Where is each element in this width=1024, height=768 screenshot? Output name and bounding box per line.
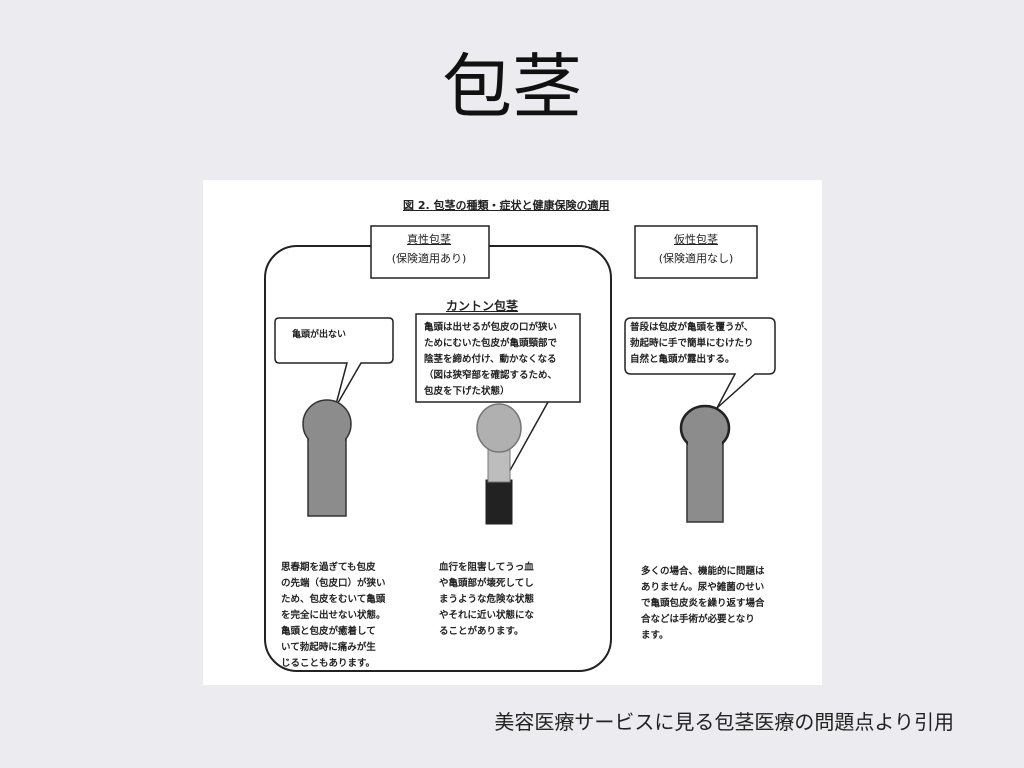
- canton-bubble-text: 亀頭は出せるが包皮の口が狭い ためにむいた包皮が亀頭頸部で 陰茎を締め付け、動か…: [424, 322, 558, 397]
- canton-illustration: [476, 403, 522, 525]
- canton-bubble-pointer: [507, 401, 549, 475]
- true-phimosis-illustration: [302, 399, 352, 517]
- true-phimosis-insurance: (保険適用あり): [391, 252, 467, 265]
- phimosis-figure: 図 2. 包茎の種類・症状と健康保険の適用 真性包茎 (保険適用あり) 仮性包茎…: [203, 180, 822, 685]
- false-phimosis-bubble: [624, 317, 776, 409]
- false-phimosis-insurance: (保険適用なし): [658, 252, 734, 265]
- false-phimosis-name: 仮性包茎: [674, 233, 718, 246]
- figure-caption: 図 2. 包茎の種類・症状と健康保険の適用: [403, 199, 610, 212]
- false-phimosis-label: 仮性包茎 (保険適用なし): [637, 230, 755, 268]
- true-phimosis-description: 思春期を過ぎても包皮 の先端（包皮口）が狭い ため、包皮をむいて亀頭 を完全に出…: [281, 562, 386, 669]
- canton-bubble: [415, 313, 581, 403]
- true-phimosis-name: 真性包茎: [407, 233, 451, 246]
- figure-drawing: [264, 225, 776, 672]
- true-phimosis-bubble-text: 亀頭が出ない: [292, 330, 347, 340]
- true-phimosis-bubble: [274, 317, 394, 409]
- false-phimosis-illustration: [679, 404, 731, 523]
- source-citation: 美容医療サービスに見る包茎医療の問題点より引用: [494, 710, 954, 734]
- canton-label: カントン包茎: [446, 299, 519, 313]
- false-phimosis-label-box: [634, 225, 758, 279]
- true-phimosis-label-box: [370, 225, 490, 279]
- slide-title: 包茎: [442, 46, 582, 128]
- false-phimosis-bubble-text: 普段は包皮が亀頭を覆うが、 勃起時に手で簡単にむけたり 自然と亀頭が露出する。: [630, 322, 754, 365]
- false-phimosis-description: 多くの場合、機能的に問題は ありません。尿や雑菌のせい で亀頭包皮炎を繰り返す場…: [641, 566, 765, 641]
- canton-description: 血行を阻害してうっ血 や亀頭部が壊死してし まうような危険な状態 やそれに近い状…: [439, 562, 535, 637]
- true-phimosis-label: 真性包茎 (保険適用あり): [375, 230, 483, 268]
